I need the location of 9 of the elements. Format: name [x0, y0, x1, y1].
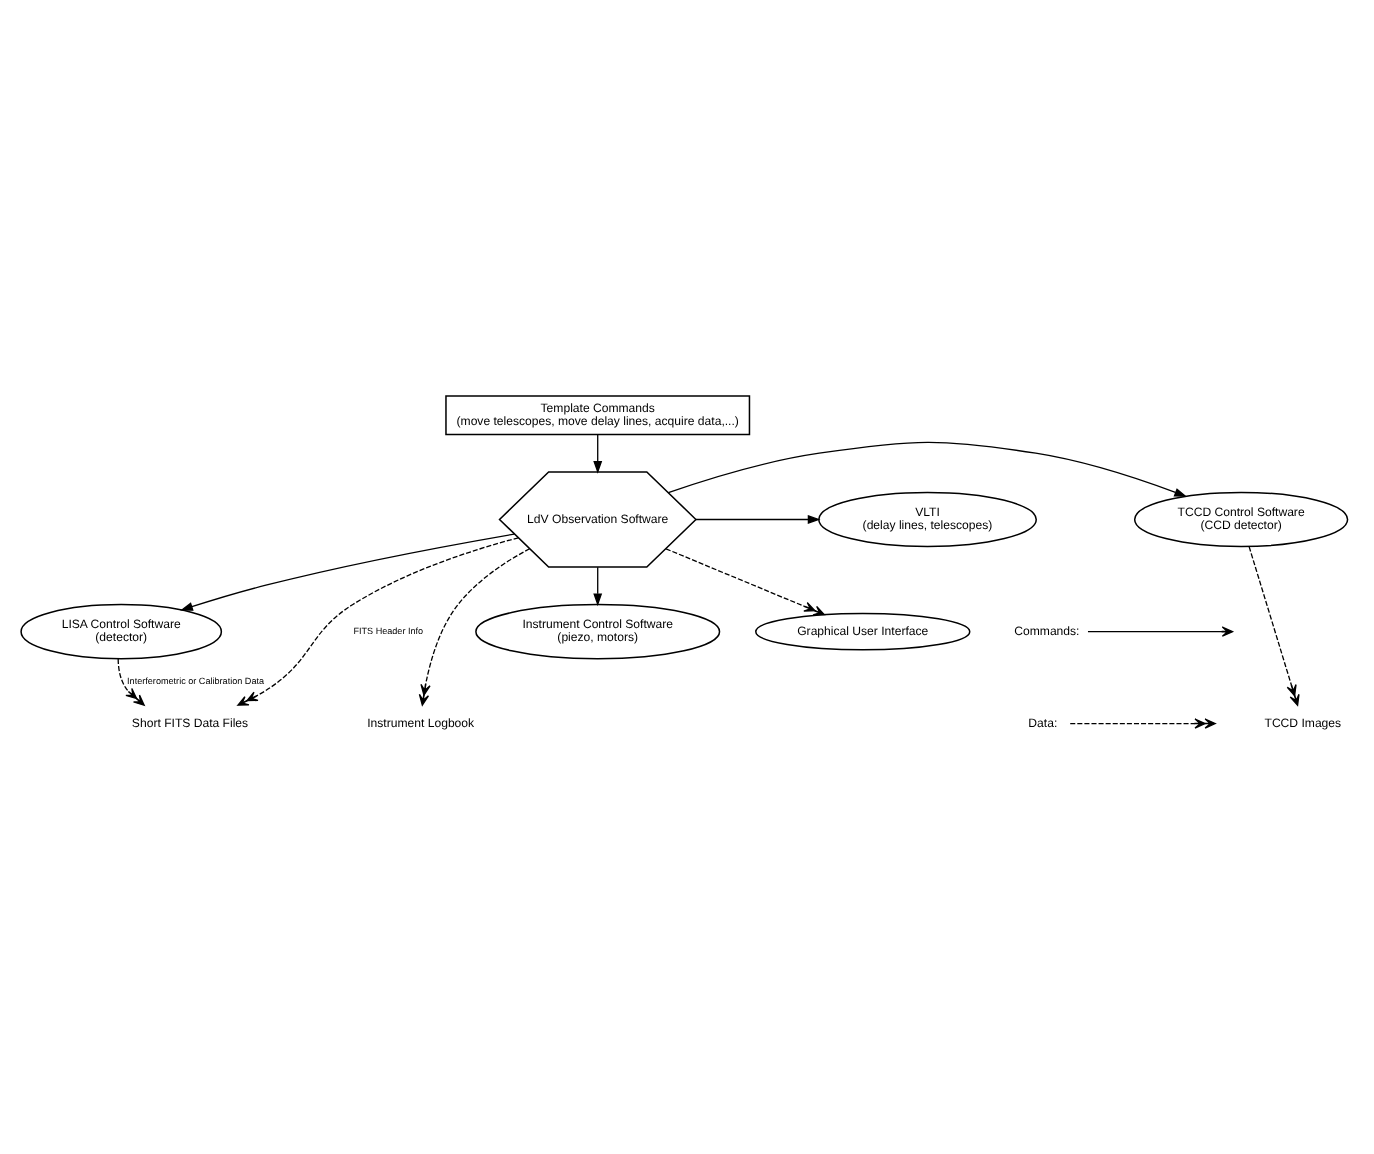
arrow [1248, 546, 1300, 706]
arrow [695, 515, 821, 524]
arrow [180, 533, 515, 611]
arrow [667, 441, 1188, 497]
arrow [593, 433, 603, 474]
arrow [593, 566, 603, 607]
arrow [117, 658, 145, 706]
arrow [237, 537, 520, 706]
arrow [418, 548, 531, 706]
